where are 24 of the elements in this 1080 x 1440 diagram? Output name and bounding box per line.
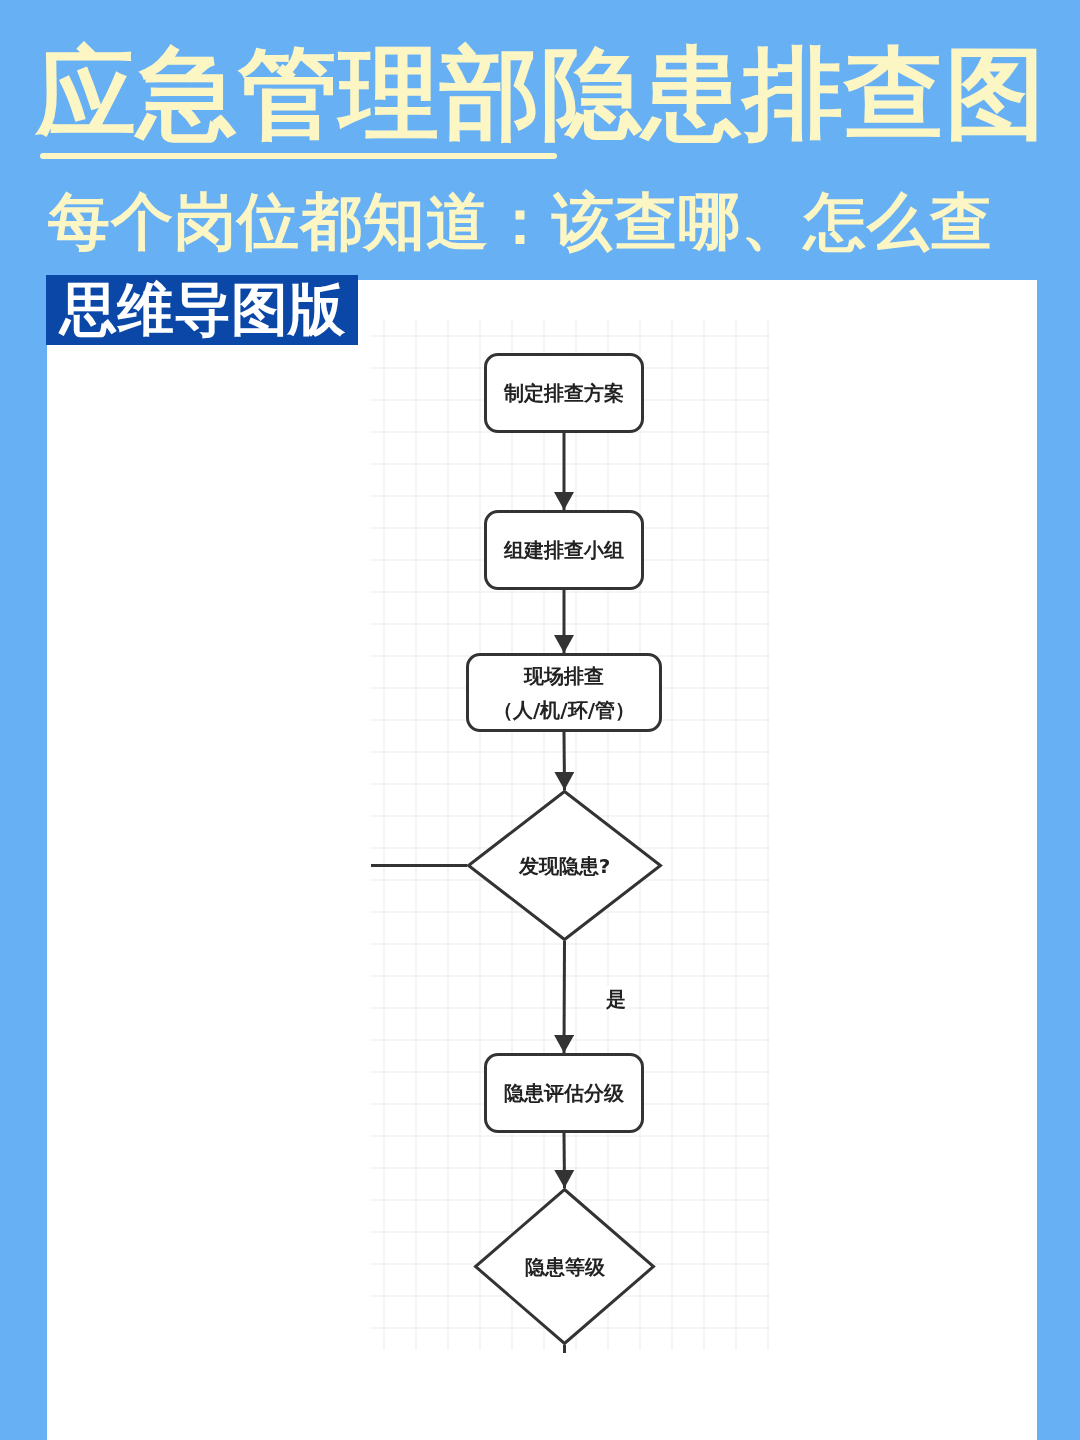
arrow xyxy=(554,590,574,653)
page-title: 应急管理部隐患排查图 xyxy=(36,34,1046,154)
arrow xyxy=(554,433,574,510)
connector-line xyxy=(371,864,467,867)
process-box xyxy=(484,353,644,433)
decision-diamond xyxy=(467,790,662,941)
connector-line xyxy=(563,1345,566,1353)
arrow xyxy=(554,1133,575,1188)
step-label: 现场排查 xyxy=(524,662,604,690)
step-label: 隐患评估分级 xyxy=(504,1080,624,1107)
decision-diamond xyxy=(474,1188,655,1345)
arrow xyxy=(554,732,575,790)
step-label: 组建排查小组 xyxy=(504,537,624,564)
decision-label: 隐患等级 xyxy=(524,1253,605,1281)
decision-label: 发现隐患? xyxy=(518,852,611,880)
edge-label: 是 xyxy=(604,986,628,1012)
version-tag: 思维导图版 xyxy=(46,275,358,345)
step-label: 制定排查方案 xyxy=(504,380,624,407)
process-box xyxy=(484,1053,644,1133)
arrow xyxy=(554,941,575,1053)
process-box xyxy=(484,510,644,590)
step-label: （人/机/环/管） xyxy=(493,696,635,724)
subtitle: 每个岗位都知道：该查哪、怎么查 xyxy=(48,184,993,260)
process-box xyxy=(466,653,662,732)
